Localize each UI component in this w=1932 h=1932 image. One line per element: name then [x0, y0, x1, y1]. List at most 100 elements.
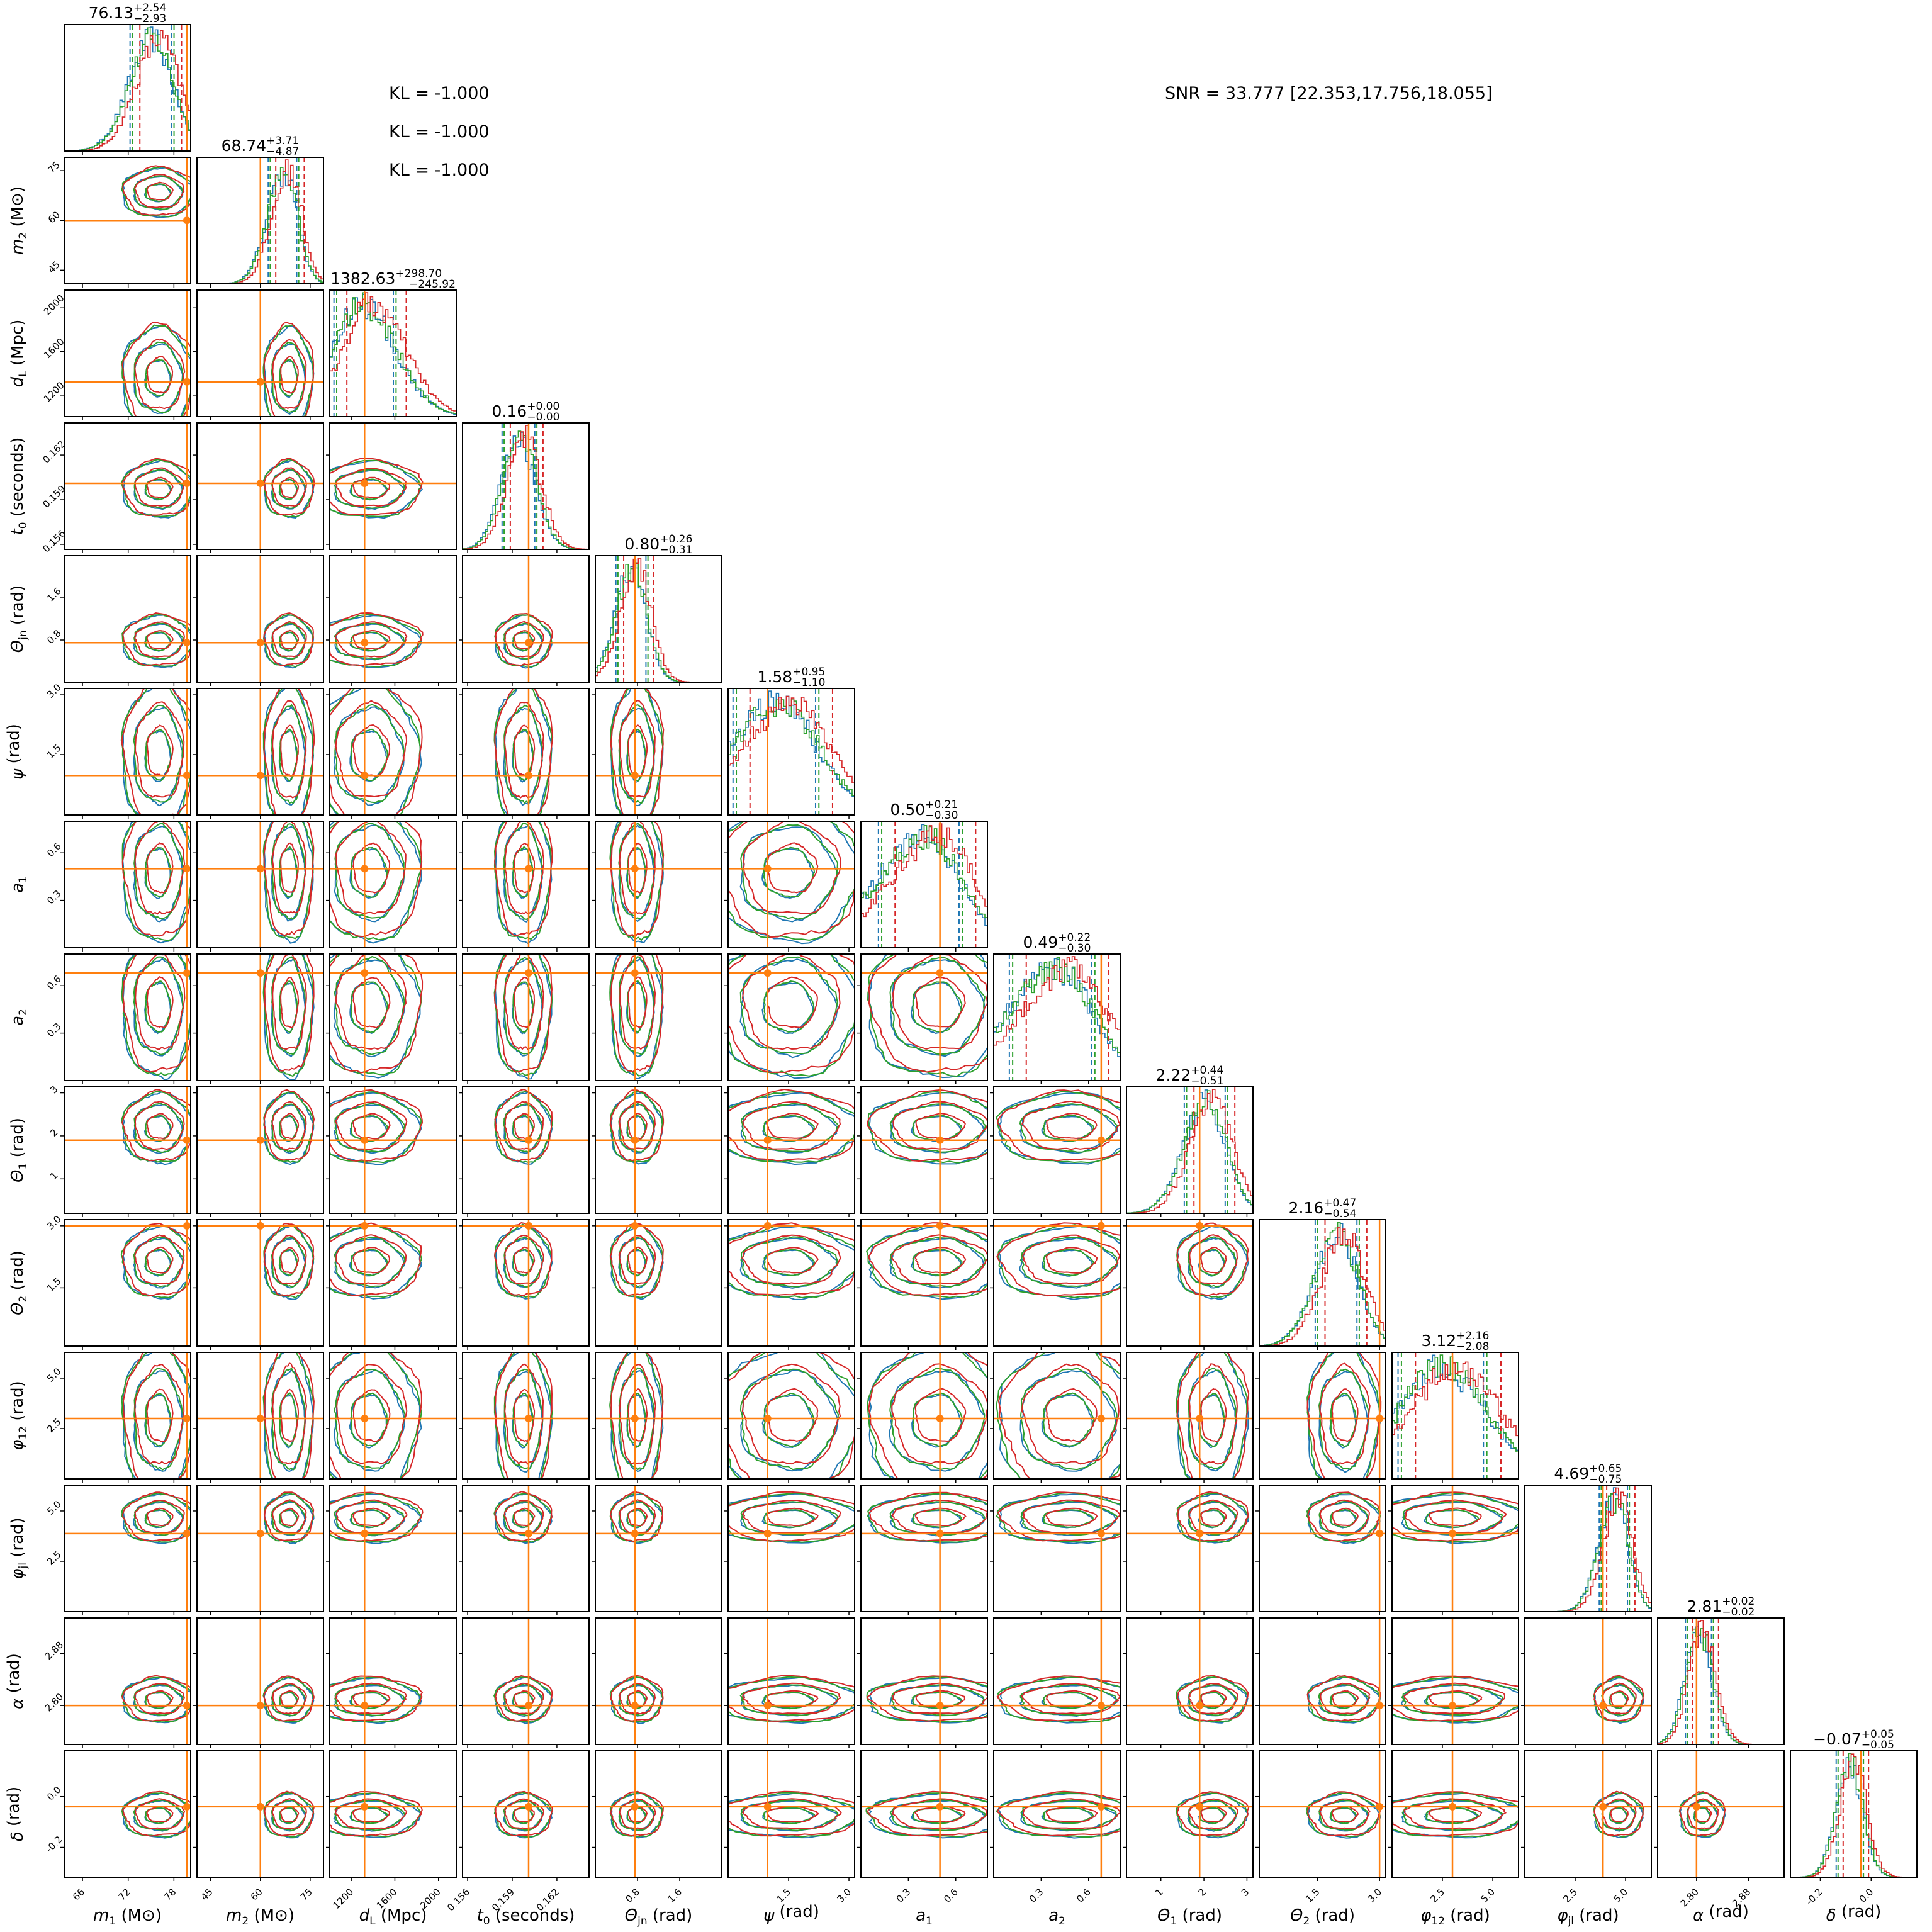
- contour-series-2: [1392, 1491, 1519, 1542]
- title-median: −0.07: [1813, 1730, 1862, 1748]
- label-subscript: jn: [17, 630, 30, 641]
- contour-series-1: [271, 469, 306, 509]
- histogram-panel: 2.16+0.47−0.54: [1259, 1197, 1386, 1350]
- truth-marker: [361, 865, 369, 873]
- panel-content: [861, 1352, 987, 1479]
- panel-frame: [727, 1485, 855, 1612]
- kl-annotation-2: KL = -1.000: [389, 122, 490, 142]
- panel-content: [463, 1485, 589, 1612]
- label-subscript: 1: [1170, 1915, 1177, 1928]
- contour-panel: [326, 555, 457, 686]
- panel-content: [330, 1618, 456, 1744]
- contour-series-1: [262, 324, 314, 417]
- contour-panel: [193, 1352, 324, 1483]
- contour-panel: [857, 1617, 988, 1748]
- label-unit: (rad): [1177, 1906, 1222, 1925]
- label-unit: (rad): [1574, 1906, 1619, 1925]
- contour-series-2: [280, 1806, 300, 1822]
- contour-panel: [193, 821, 324, 952]
- contour-series-2: [272, 700, 307, 799]
- panel-frame: [64, 555, 191, 683]
- contour-series-2: [627, 1246, 648, 1274]
- x-axis-label: m1 (M⊙): [93, 1906, 162, 1928]
- histogram-series-1: [861, 825, 987, 948]
- truth-marker: [631, 1702, 639, 1710]
- label-subscript: 12: [17, 1426, 30, 1440]
- contour-series-2: [121, 1222, 191, 1297]
- label-unit: (rad): [1310, 1906, 1355, 1925]
- histogram-series-2: [330, 292, 456, 417]
- histogram-series-1: [994, 957, 1120, 1081]
- contour-series-2: [915, 1113, 966, 1140]
- contour-series-1: [891, 1683, 985, 1716]
- x-tick-label: 5.0: [1479, 1886, 1498, 1905]
- contour-panel: [326, 1219, 457, 1350]
- title-plus: +0.47: [1323, 1197, 1356, 1210]
- panel-frame: [64, 1352, 191, 1480]
- annotations: KL = -1.000 KL = -1.000 KL = -1.000 SNR …: [389, 84, 1493, 180]
- panel-content: [861, 821, 987, 948]
- contour-series-2: [1306, 1491, 1381, 1542]
- panel-frame: [462, 1617, 590, 1745]
- contour-series-2: [1188, 1363, 1238, 1465]
- x-axis-label: m2 (M⊙): [226, 1906, 295, 1928]
- contour-series-2: [610, 688, 665, 815]
- panel-content: [64, 1220, 191, 1346]
- x-tick-label: 1.6: [665, 1886, 684, 1905]
- label-symbol: a: [1048, 1906, 1059, 1925]
- truth-marker: [256, 969, 264, 977]
- label-unit: (rad): [8, 1517, 27, 1563]
- contour-panel: [724, 1352, 855, 1483]
- panel-frame: [196, 821, 324, 948]
- contour-series-2: [891, 1363, 987, 1465]
- panel-frame: [329, 289, 457, 417]
- contour-series-1: [1392, 1792, 1519, 1838]
- panel-frame: [595, 1617, 722, 1745]
- contour-series-1: [145, 359, 172, 397]
- contour-series-1: [739, 956, 838, 1055]
- contour-series-2: [330, 612, 424, 666]
- x-tick-label: 5.0: [1612, 1886, 1631, 1905]
- contour-series-2: [352, 1806, 390, 1823]
- label-symbol: φ: [1557, 1906, 1568, 1925]
- panel-content: [64, 1352, 191, 1479]
- histogram-panel: 76.13+2.54−2.93: [64, 2, 191, 155]
- contour-series-0: [728, 1352, 855, 1479]
- contour-panel: [857, 1219, 988, 1350]
- contour-series-2: [335, 1798, 408, 1829]
- contour-panel: 1.53.0: [45, 1213, 191, 1350]
- y-tick-label: 0.0: [45, 1784, 64, 1803]
- truth-marker: [256, 772, 264, 780]
- x-tick-label: 0.6: [941, 1886, 960, 1905]
- panel-content: [64, 821, 191, 948]
- contour-series-1: [1678, 1792, 1726, 1838]
- panel-content: [1126, 1618, 1253, 1744]
- contour-series-2: [330, 954, 424, 1074]
- y-tick-label: 1.5: [45, 742, 64, 761]
- contour-panel: 0.30.6: [45, 953, 191, 1084]
- panel-frame: [1126, 1485, 1254, 1612]
- panel-content: [994, 1751, 1120, 1877]
- panel-content: [1525, 1485, 1651, 1612]
- contour-series-2: [996, 1089, 1120, 1162]
- contour-series-1: [618, 1367, 656, 1471]
- contour-series-1: [351, 1249, 388, 1276]
- histogram-series-1: [1259, 1222, 1386, 1346]
- label-subscript: 1: [109, 1915, 116, 1928]
- title-median: 3.12: [1422, 1332, 1457, 1350]
- contour-series-1: [728, 1091, 855, 1163]
- x-tick-label: 0.3: [1027, 1886, 1046, 1905]
- contour-series-1: [121, 821, 191, 941]
- contour-series-2: [280, 1388, 300, 1442]
- contour-series-2: [122, 1352, 191, 1479]
- contour-series-2: [1392, 1791, 1519, 1836]
- contour-series-2: [352, 1247, 390, 1274]
- panel-content: [64, 25, 191, 151]
- contour-panel: [459, 1352, 590, 1483]
- contour-series-0: [330, 954, 422, 1079]
- truth-marker: [361, 480, 369, 488]
- contour-series-1: [1019, 1683, 1118, 1716]
- contour-series-2: [280, 1113, 300, 1140]
- contour-series-2: [146, 1507, 174, 1527]
